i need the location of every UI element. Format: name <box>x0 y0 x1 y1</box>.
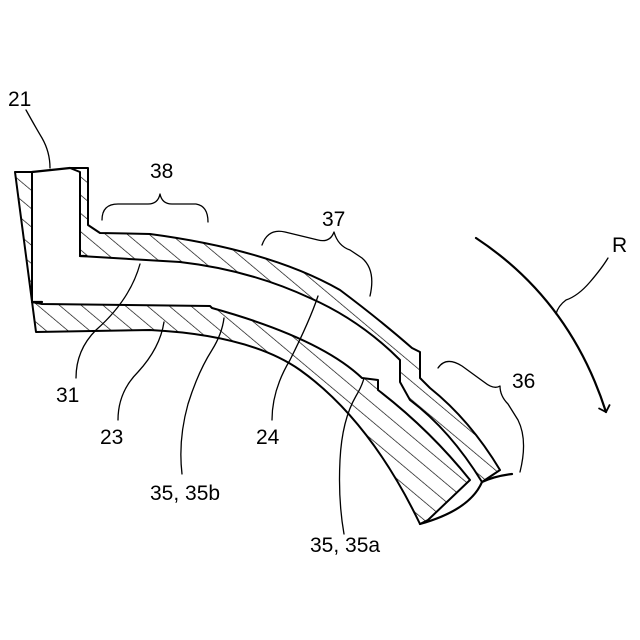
label-31: 31 <box>56 384 79 407</box>
label-24: 24 <box>256 426 280 449</box>
channel-outline <box>32 168 86 302</box>
label-37: 37 <box>322 208 345 231</box>
label-36: 36 <box>512 370 535 393</box>
leader-r <box>556 258 608 314</box>
leader-35b <box>181 318 224 474</box>
label-35a: 35, 35a <box>310 534 380 557</box>
leader-21 <box>26 110 50 168</box>
label-21: 21 <box>8 88 31 111</box>
leader-23 <box>118 322 164 420</box>
label-38: 38 <box>150 160 173 183</box>
label-23: 23 <box>100 426 123 449</box>
label-35b: 35, 35b <box>150 482 220 505</box>
bracket-38 <box>102 194 208 222</box>
rotation-arrow-r <box>476 238 606 412</box>
label-r: R <box>612 234 627 257</box>
